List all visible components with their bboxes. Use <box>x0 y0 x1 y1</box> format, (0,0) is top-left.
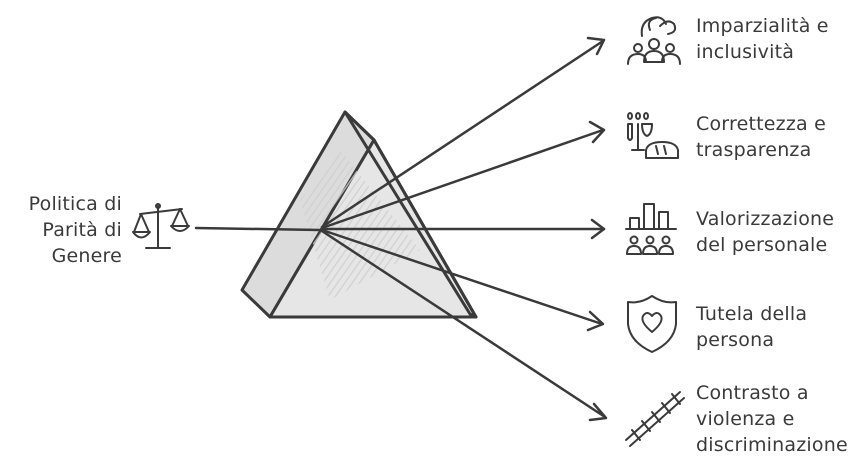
bar-chart-people-icon <box>626 204 676 254</box>
output-label-line: del personale <box>696 232 834 258</box>
input-label: Politica di Parità di Genere <box>29 191 122 269</box>
output-label-line: persona <box>696 327 807 353</box>
output-label-line: inclusività <box>696 39 829 65</box>
output-label-valorizzazione: Valorizzazione del personale <box>696 206 834 258</box>
input-label-line: Politica di <box>29 191 122 217</box>
output-label-line: trasparenza <box>696 137 826 163</box>
chain-icon <box>626 392 684 446</box>
input-label-line: Genere <box>29 243 122 269</box>
group-people-icon <box>628 17 680 64</box>
output-label-line: violenza e <box>696 406 848 432</box>
output-label-correttezza: Correttezza e trasparenza <box>696 111 826 163</box>
output-label-contrasto: Contrasto a violenza e discriminazione <box>696 380 848 458</box>
shield-heart-icon <box>628 296 676 352</box>
output-label-tutela: Tutela della persona <box>696 301 807 353</box>
input-label-line: Parità di <box>29 217 122 243</box>
output-label-line: Correttezza e <box>696 111 826 137</box>
output-label-line: discriminazione <box>696 432 848 458</box>
output-label-line: Tutela della <box>696 301 807 327</box>
scales-icon <box>133 204 189 248</box>
output-label-line: Imparzialità e <box>696 13 829 39</box>
output-beams <box>322 38 606 420</box>
output-label-line: Contrasto a <box>696 380 848 406</box>
output-label-imparzialita: Imparzialità e inclusività <box>696 13 829 65</box>
candles-bread-icon <box>628 113 678 158</box>
beam-5 <box>322 231 605 417</box>
output-label-line: Valorizzazione <box>696 206 834 232</box>
